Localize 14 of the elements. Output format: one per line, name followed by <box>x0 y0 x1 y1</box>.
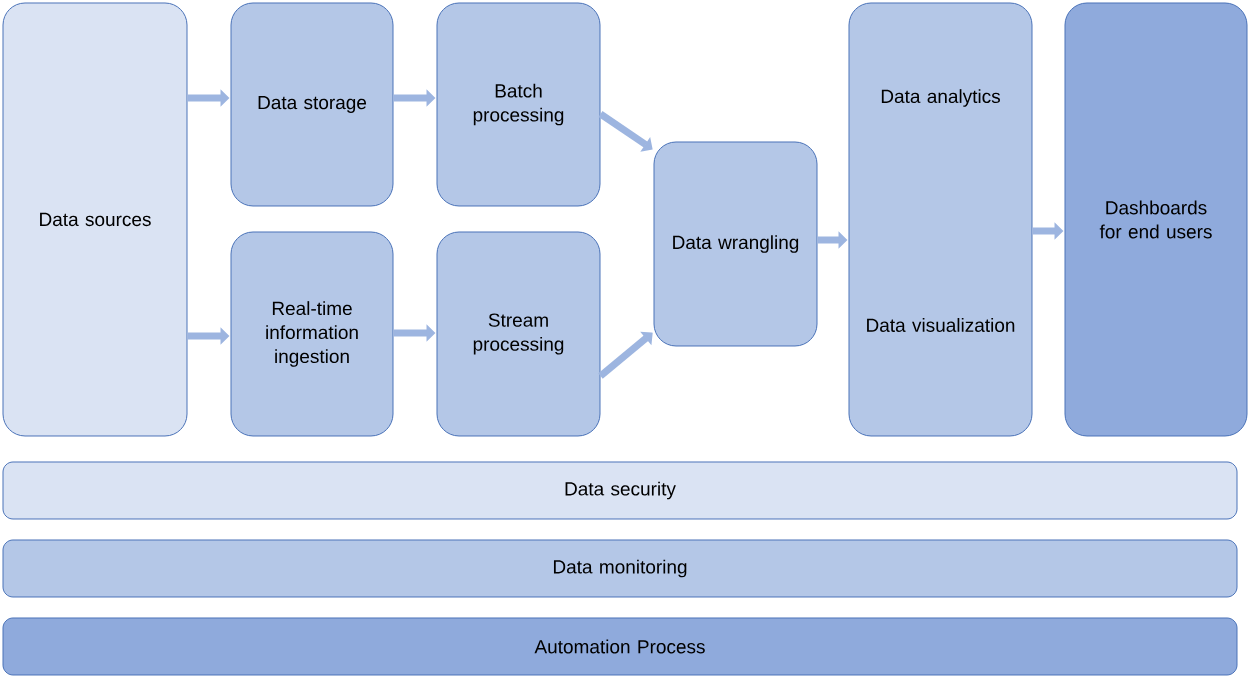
block-arrow <box>598 111 653 152</box>
process-box: Automation Process <box>2 617 1238 676</box>
process-box: Data wrangling <box>653 141 818 347</box>
process-box: Data security <box>2 461 1238 520</box>
process-box: Batch processing <box>436 2 601 207</box>
box-text: Data analytics <box>881 89 1000 107</box>
process-box: Data storage <box>230 2 394 207</box>
process-box: Stream processing <box>436 231 601 437</box>
process-box: Data sources <box>2 2 188 437</box>
process-box: Dashboards for end users <box>1064 2 1248 437</box>
box-text: Data visualization <box>867 318 1015 332</box>
process-box: Real-time information ingestion <box>230 231 394 437</box>
block-arrow <box>598 331 653 379</box>
process-box: Data monitoring <box>2 539 1238 598</box>
